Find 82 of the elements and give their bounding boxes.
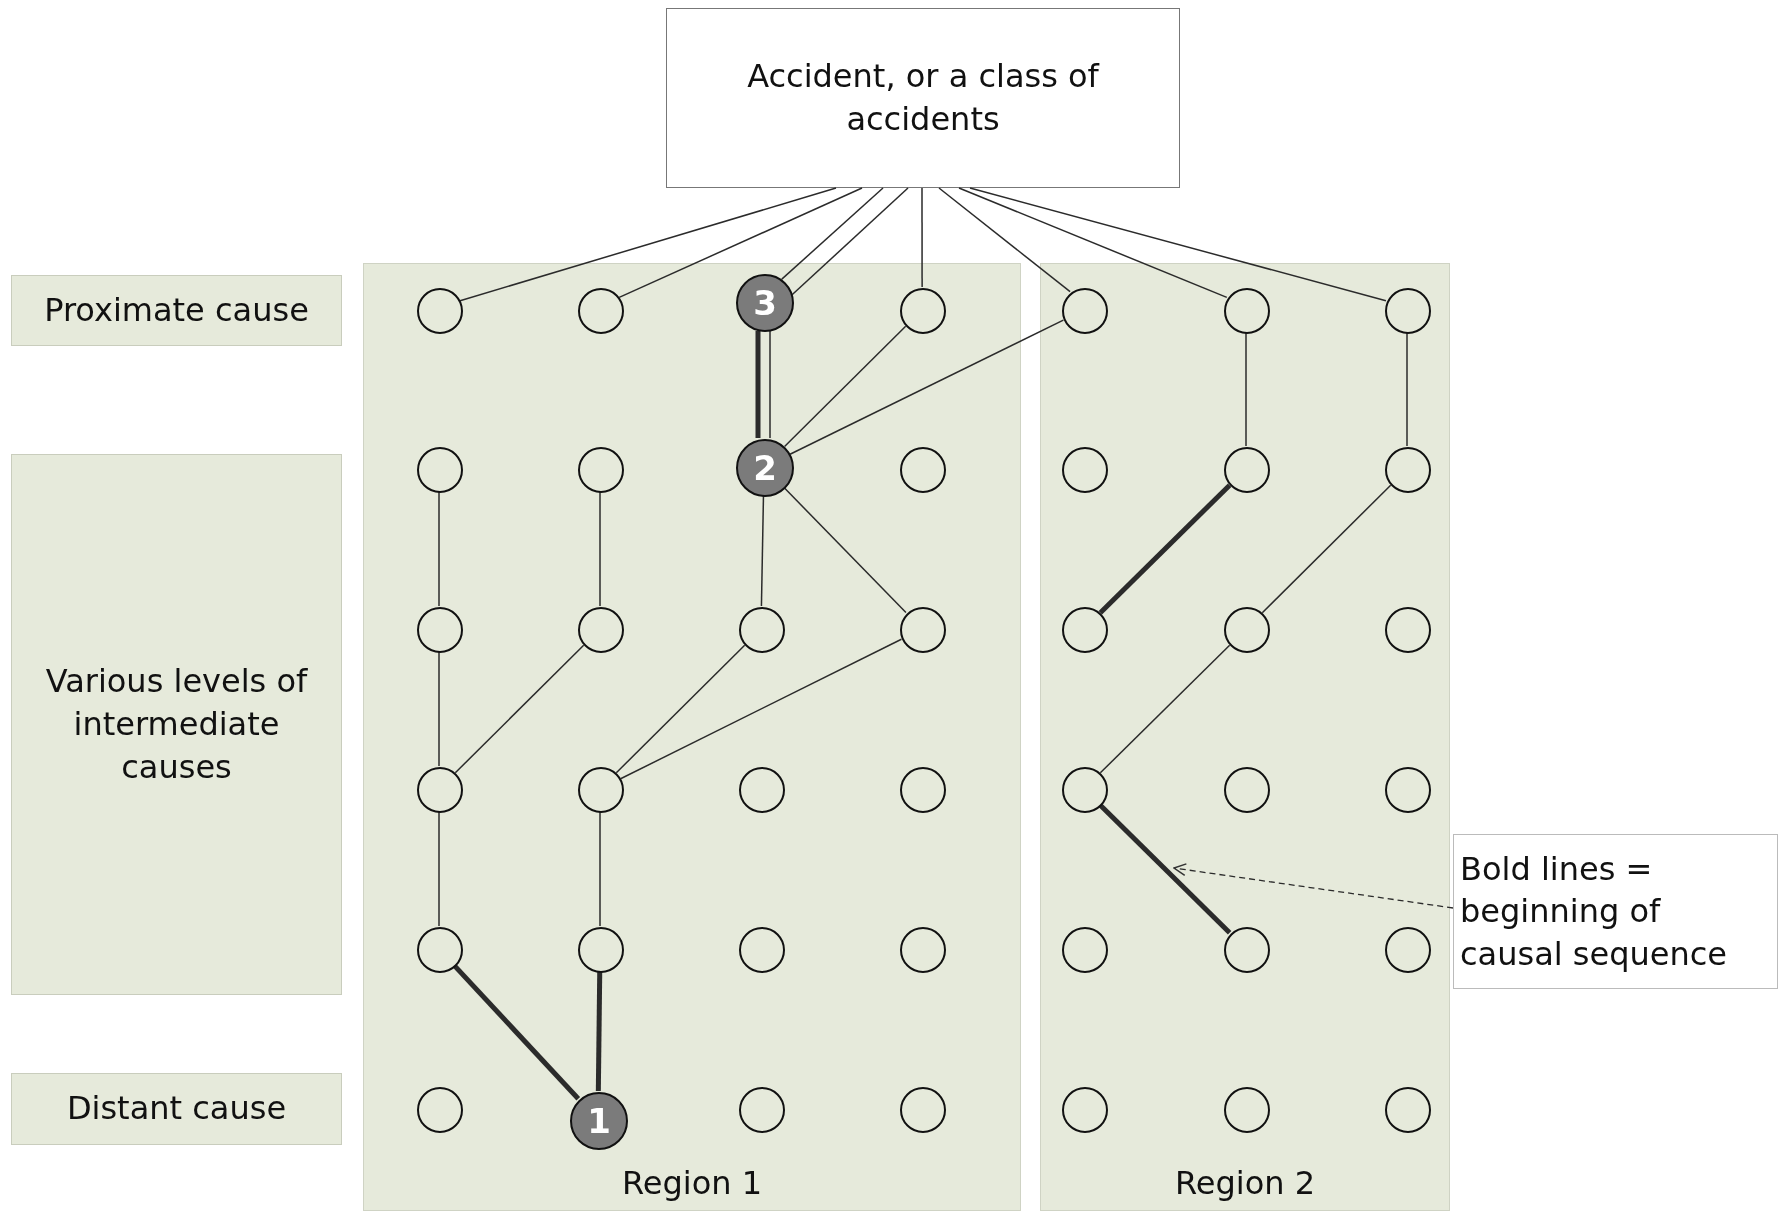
cause-circle	[900, 927, 946, 973]
cause-circle	[1224, 607, 1270, 653]
region-label: Region 2	[1173, 1164, 1317, 1202]
cause-link	[938, 187, 1071, 293]
cause-circle	[578, 607, 624, 653]
cause-circle	[1385, 927, 1431, 973]
cause-circle	[1385, 767, 1431, 813]
cause-link	[755, 331, 761, 438]
cause-circle	[739, 767, 785, 813]
cause-circle	[1224, 767, 1270, 813]
cause-circle	[578, 447, 624, 493]
cause-link	[454, 644, 585, 774]
cause-circle	[417, 767, 463, 813]
cause-circle	[900, 767, 946, 813]
cause-circle	[739, 1087, 785, 1133]
cause-link	[1098, 483, 1232, 615]
cause-link	[760, 495, 765, 607]
level-label: Proximate cause	[11, 275, 342, 346]
cause-link	[615, 644, 746, 774]
cause-circle	[1385, 607, 1431, 653]
cause-circle	[578, 927, 624, 973]
cause-circle	[1062, 767, 1108, 813]
cause-circle	[417, 927, 463, 973]
cause-circle	[578, 288, 624, 334]
cause-link	[783, 487, 907, 614]
cause-circle	[1224, 447, 1270, 493]
callout-note: Bold lines = beginning of causal sequence	[1453, 834, 1778, 989]
cause-circle	[900, 1087, 946, 1133]
cause-link	[781, 187, 884, 280]
cause-circle	[417, 447, 463, 493]
cause-circle	[1062, 1087, 1108, 1133]
cause-circle	[1062, 607, 1108, 653]
cause-circle	[1385, 1087, 1431, 1133]
cause-link	[791, 187, 909, 296]
cause-circle	[417, 607, 463, 653]
region-panel	[1040, 263, 1450, 1211]
cause-circle	[1224, 1087, 1270, 1133]
cause-circle	[900, 607, 946, 653]
cause-link	[1245, 332, 1247, 447]
cause-circle	[417, 288, 463, 334]
cause-link	[969, 187, 1387, 302]
level-label: Distant cause	[11, 1073, 342, 1145]
cause-link	[459, 187, 837, 302]
cause-circle	[1385, 288, 1431, 334]
cause-circle	[739, 927, 785, 973]
cause-link	[1099, 644, 1231, 774]
level-label: Various levels of intermediate causes	[11, 454, 342, 995]
cause-link	[789, 319, 1065, 455]
cause-link	[1098, 803, 1232, 935]
numbered-cause-circle: 1	[570, 1092, 628, 1150]
cause-circle	[1224, 288, 1270, 334]
cause-link	[958, 187, 1228, 299]
cause-circle	[1062, 288, 1108, 334]
cause-circle	[1385, 447, 1431, 493]
cause-link	[599, 491, 601, 607]
cause-link	[618, 187, 863, 299]
cause-link	[452, 964, 581, 1101]
cause-link	[1261, 484, 1392, 614]
cause-circle	[739, 607, 785, 653]
cause-link	[438, 811, 440, 927]
leader-line	[1173, 863, 1454, 909]
accident-box: Accident, or a class of accidents	[666, 8, 1180, 188]
cause-link	[1406, 332, 1408, 447]
cause-link	[921, 187, 923, 288]
cause-circle	[417, 1087, 463, 1133]
cause-link	[769, 330, 771, 439]
region-panel	[363, 263, 1021, 1211]
region-label: Region 1	[620, 1164, 764, 1202]
cause-circle	[900, 447, 946, 493]
cause-link	[619, 638, 903, 780]
cause-link	[438, 491, 440, 607]
cause-link	[438, 651, 440, 767]
cause-circle	[578, 767, 624, 813]
cause-circle	[1062, 927, 1108, 973]
cause-circle	[1224, 927, 1270, 973]
numbered-cause-circle: 2	[736, 439, 794, 497]
cause-link	[599, 811, 601, 927]
cause-link	[783, 325, 907, 448]
cause-circle	[1062, 447, 1108, 493]
cause-circle	[900, 288, 946, 334]
numbered-cause-circle: 3	[736, 274, 794, 332]
cause-link	[595, 971, 603, 1092]
